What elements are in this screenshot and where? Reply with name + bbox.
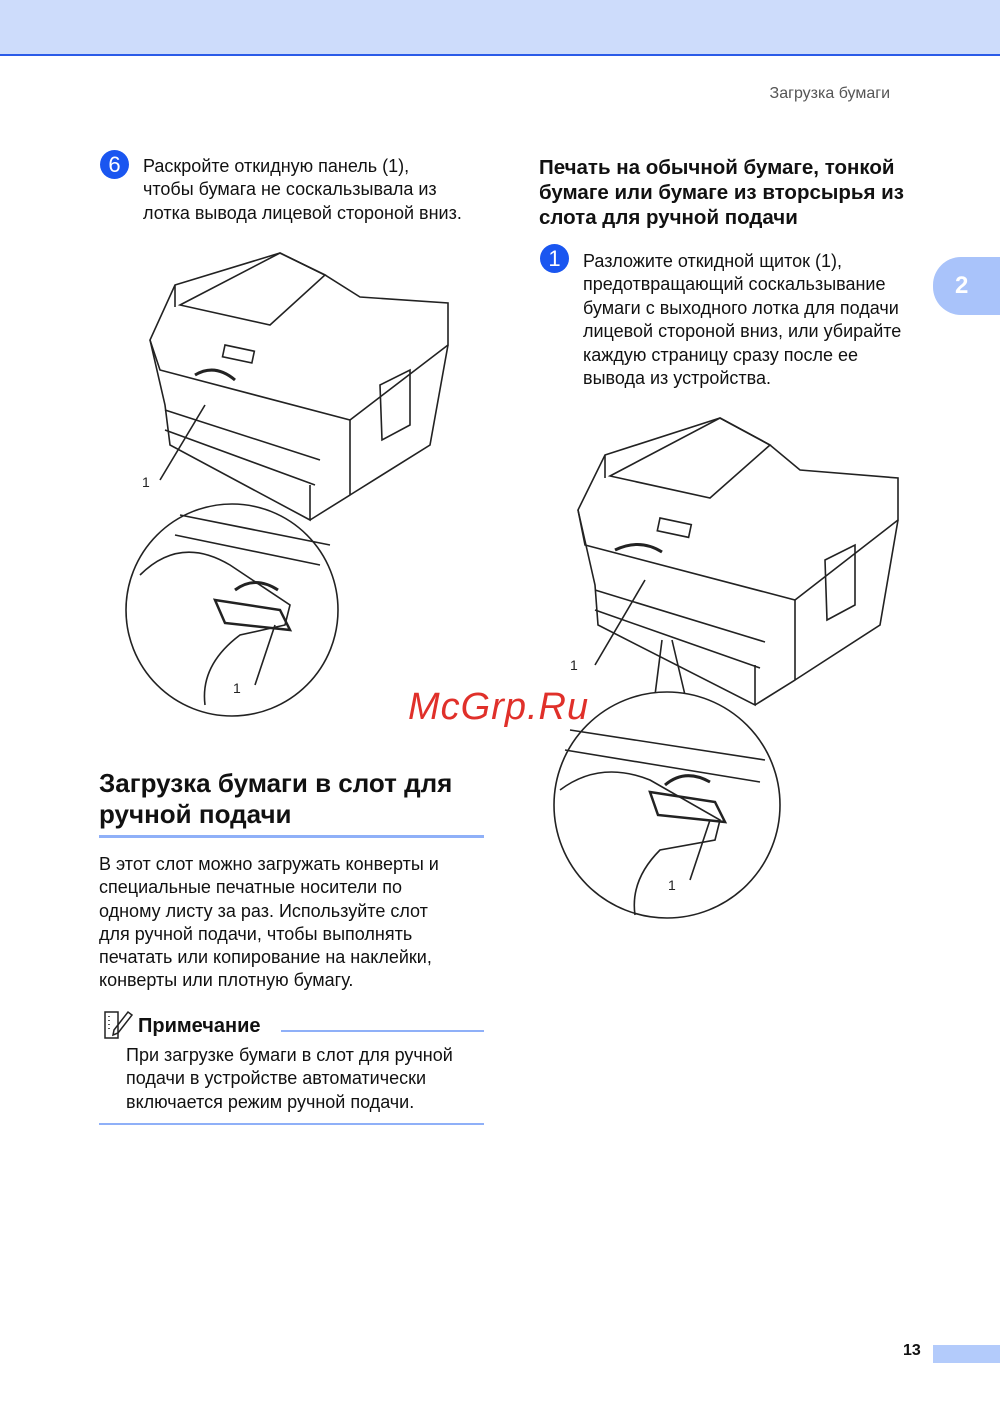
callout-label: 1 (233, 680, 241, 696)
callout-label: 1 (142, 474, 150, 490)
text-line: специальные печатные носители по (99, 877, 402, 898)
text-line: каждую страницу сразу после ее (583, 344, 859, 365)
text-line: конверты или плотную бумагу. (99, 970, 354, 991)
text-line: подачи в устройстве автоматически (126, 1068, 427, 1089)
text-line: вывода из устройства. (583, 368, 772, 389)
heading-line: Печать на обычной бумаге, тонкой (539, 156, 895, 179)
printer-illustration-1: 1 1 (125, 252, 449, 717)
text-line: предотвращающий соскальзывание (583, 274, 886, 295)
text-line: печатать или копирование на наклейки, (99, 947, 432, 968)
heading-line: ручной подачи (99, 799, 292, 829)
note-text: При загрузке бумаги в слот для ручной по… (126, 1044, 496, 1114)
heading-line: слота для ручной подачи (539, 206, 798, 229)
text-line: лицевой стороной вниз, или убирайте (583, 321, 902, 342)
header-band (0, 0, 1000, 56)
page-number-bar (933, 1345, 1000, 1363)
text-line: бумаги с выходного лотка для подачи (583, 297, 899, 318)
running-title: Загрузка бумаги (769, 85, 890, 102)
section-title: Загрузка бумаги в слот для ручной подачи (99, 768, 489, 830)
note-pencil-icon (104, 1010, 134, 1039)
text-line: При загрузке бумаги в слот для ручной (126, 1045, 453, 1065)
subsection-title: Печать на обычной бумаге, тонкой бумаге … (539, 155, 939, 230)
intro-paragraph: В этот слот можно загружать конверты и с… (99, 853, 489, 993)
watermark: McGrp.Ru (408, 686, 590, 728)
text-line: лотка вывода лицевой стороной вниз. (143, 202, 462, 223)
callout-label: 1 (668, 877, 676, 893)
step-number-6: 6 (100, 150, 129, 179)
note-top-rule (281, 1030, 484, 1032)
text-line: Разложите откидной щиток (1), (583, 251, 843, 271)
text-line: одному листу за раз. Используйте слот (99, 900, 428, 921)
note-bottom-rule (99, 1123, 484, 1125)
step-number-1: 1 (540, 244, 569, 273)
text-line: В этот слот можно загружать конверты и (99, 854, 439, 874)
printer-illustration-2: 1 1 (553, 417, 899, 919)
text-line: Раскройте откидную панель (1), (143, 156, 410, 176)
step-6-text: Раскройте откидную панель (1), чтобы бум… (143, 155, 493, 225)
chapter-tab: 2 (933, 257, 1000, 315)
callout-label: 1 (570, 657, 578, 673)
section-rule (99, 835, 484, 838)
step-1-text: Разложите откидной щиток (1), предотвращ… (583, 250, 933, 390)
page-number: 13 (903, 1342, 921, 1359)
text-line: чтобы бумага не соскальзывала из (143, 179, 437, 200)
text-line: включается режим ручной подачи. (126, 1091, 415, 1112)
heading-line: бумаге или бумаге из вторсырья из (539, 181, 904, 204)
note-title: Примечание (138, 1015, 261, 1037)
text-line: для ручной подачи, чтобы выполнять (99, 923, 413, 944)
heading-line: Загрузка бумаги в слот для (99, 768, 453, 798)
